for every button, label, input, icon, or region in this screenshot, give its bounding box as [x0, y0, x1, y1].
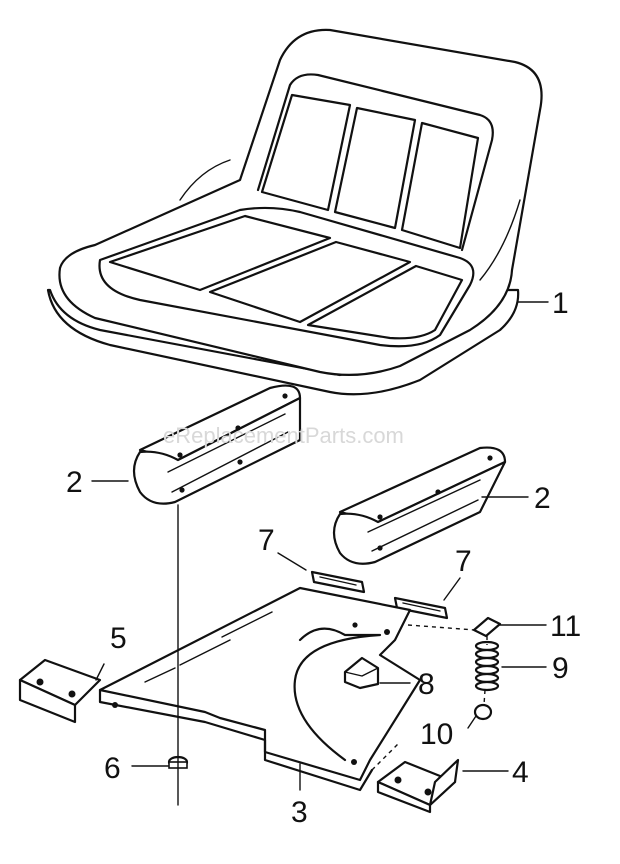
spacer-part-7	[277, 552, 461, 620]
callout-9: 9	[552, 652, 569, 685]
watermark-text: eReplacementParts.com	[163, 423, 404, 448]
spring-part-9	[474, 640, 547, 692]
callout-6: 6	[104, 752, 121, 785]
callout-8: 8	[418, 668, 435, 701]
callout-10: 10	[420, 718, 453, 751]
callout-4: 4	[512, 756, 529, 789]
callout-7-right: 7	[455, 545, 472, 578]
mounting-plate-part-3	[98, 586, 422, 792]
callout-5: 5	[110, 622, 127, 655]
bushing-part-10	[467, 703, 493, 729]
hinge-bracket-right-part-4	[376, 758, 509, 814]
callout-1: 1	[552, 287, 569, 320]
seat-bracket-left-part-2	[91, 384, 302, 505]
hinge-bracket-left-part-5	[18, 658, 105, 724]
clip-part-8	[343, 656, 411, 690]
callout-3: 3	[291, 796, 308, 829]
callout-2-left: 2	[66, 466, 83, 499]
callout-2-right: 2	[534, 482, 551, 515]
seat-bracket-right-part-2	[332, 446, 529, 565]
callout-7-left: 7	[258, 524, 275, 557]
seat-part-1	[46, 28, 549, 396]
washer-part-11	[472, 616, 547, 638]
nut-part-6	[131, 755, 189, 769]
alignment-lines	[177, 504, 488, 806]
callout-11: 11	[550, 610, 581, 643]
